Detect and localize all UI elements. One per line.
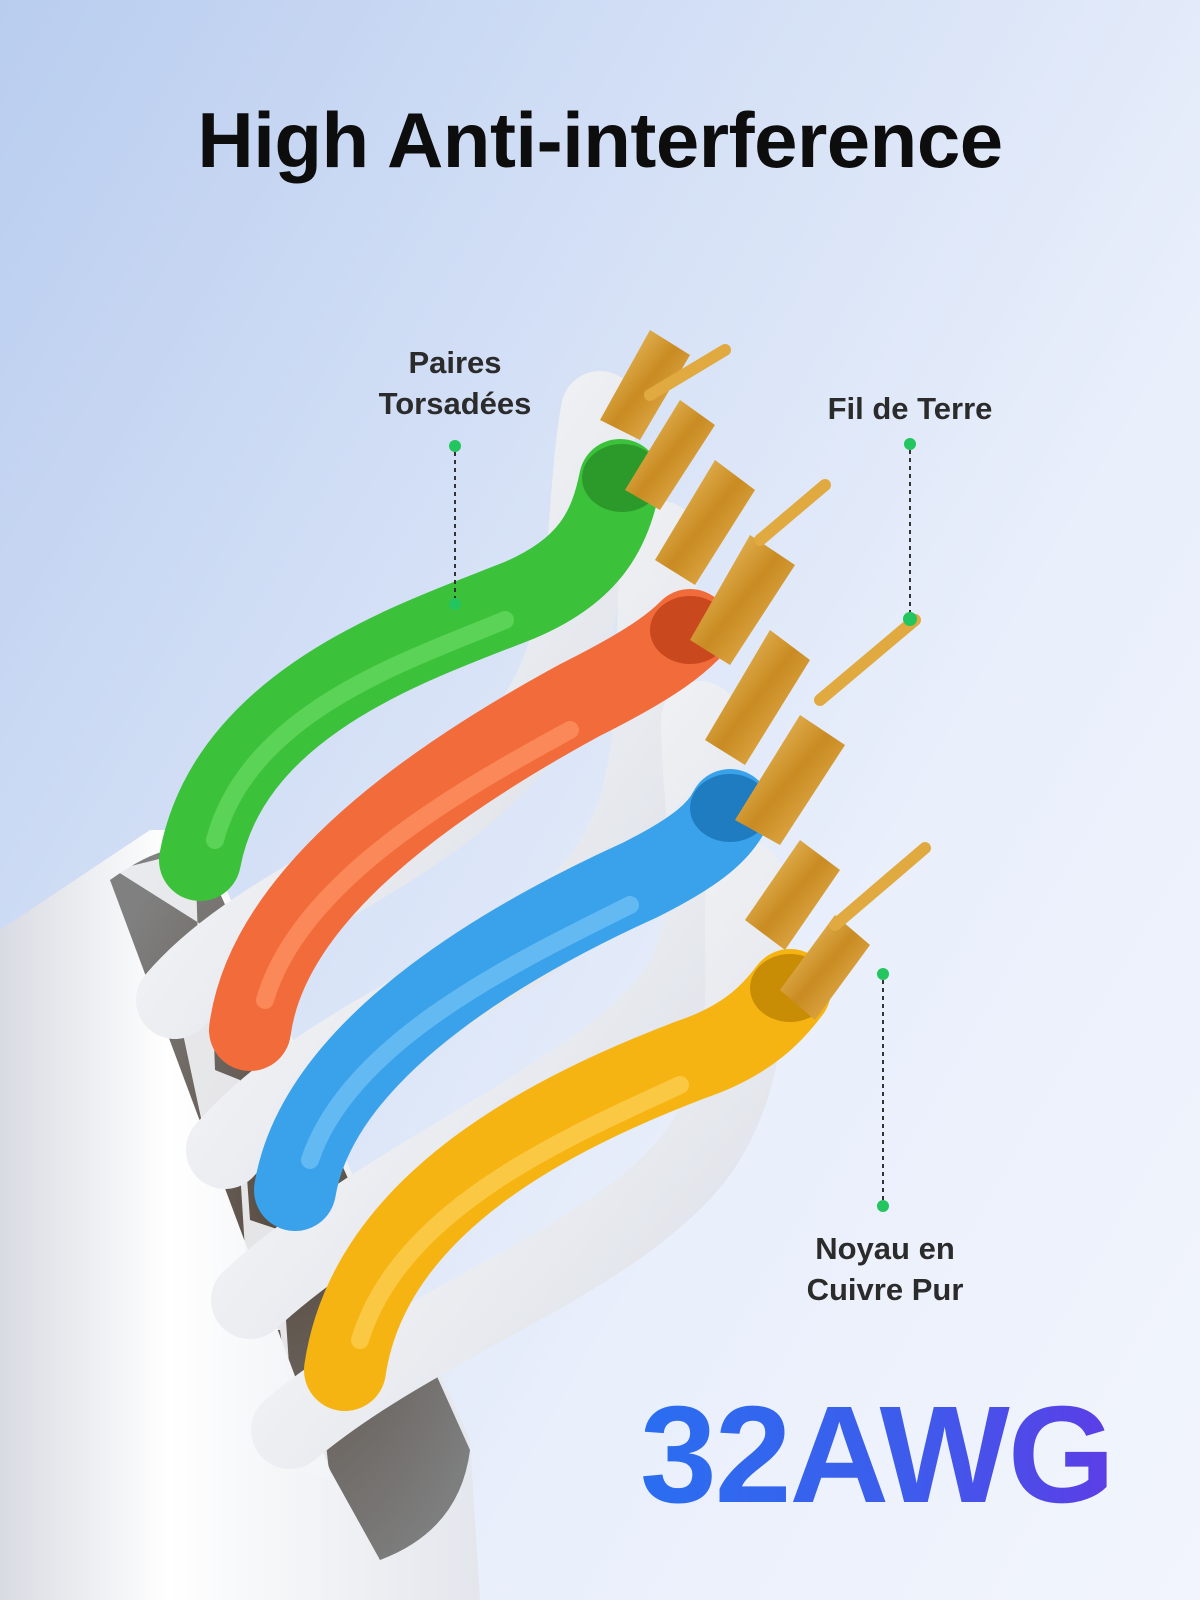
- callout-copper-core-line2: Cuivre Pur: [806, 1272, 964, 1307]
- headline: High Anti-interference: [197, 96, 1003, 184]
- callout-twisted-pairs-line2: Torsadées: [378, 386, 532, 421]
- callout-leader-core: [877, 968, 889, 1212]
- callout-twisted-pairs-line1: Paires: [408, 345, 502, 380]
- callout-ground-wire: Fil de Terre: [827, 391, 993, 426]
- wire-gauge-label: 32AWG: [640, 1380, 1120, 1530]
- ground-wire: [644, 344, 931, 931]
- callout-copper-core: Noyau en Cuivre Pur: [760, 1228, 1010, 1310]
- callout-leader-ground: [903, 438, 917, 626]
- callout-leader-pairs: [449, 440, 461, 610]
- callout-twisted-pairs: Paires Torsadées: [330, 342, 580, 424]
- copper-strands: [600, 330, 870, 1020]
- callout-copper-core-line1: Noyau en: [815, 1231, 955, 1266]
